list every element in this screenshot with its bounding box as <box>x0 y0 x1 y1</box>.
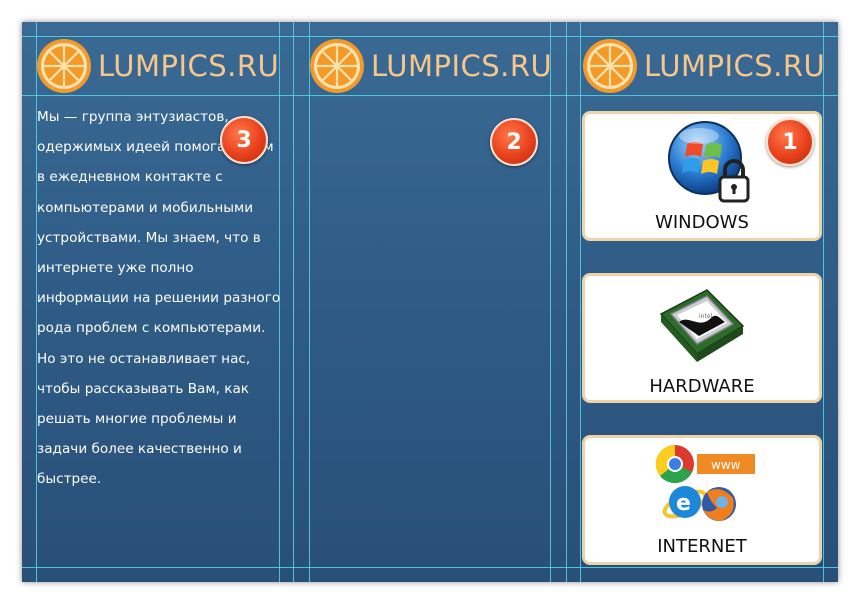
orange-slice-icon <box>583 39 637 93</box>
brochure-canvas[interactable]: LUMPICS.RU LUMPICS.RU LUMPICS.RU <box>22 22 838 582</box>
guide-line <box>580 22 581 582</box>
svg-text:e: e <box>676 491 691 516</box>
card-label-internet: INTERNET <box>657 536 747 557</box>
badge-3: 3 <box>220 116 268 164</box>
card-label-windows: WINDOWS <box>655 212 749 233</box>
orange-slice-icon <box>310 39 364 93</box>
about-text[interactable]: Мы — группа энтузиастов, одержимых идеей… <box>37 109 281 488</box>
brand-name: LUMPICS.RU <box>98 49 280 83</box>
svg-text:intel: intel <box>699 313 713 320</box>
guide-line <box>550 22 551 582</box>
guide-line <box>566 22 567 582</box>
guide-line <box>22 95 838 96</box>
card-label-hardware: HARDWARE <box>649 376 755 397</box>
logo-left: LUMPICS.RU <box>36 38 279 94</box>
logo-right: LUMPICS.RU <box>582 38 825 94</box>
browsers-icon: www e <box>655 444 755 521</box>
cpu-chip-icon: intel <box>659 289 745 362</box>
card-internet[interactable]: www e INTERNET <box>582 435 822 565</box>
guide-line <box>309 22 310 582</box>
guide-line <box>823 22 824 582</box>
guide-line <box>36 22 37 582</box>
orange-slice-icon <box>37 39 91 93</box>
guide-line <box>22 36 838 37</box>
card-hardware[interactable]: intel HARDWARE <box>582 273 822 403</box>
www-tag: www <box>711 458 741 472</box>
brand-name: LUMPICS.RU <box>371 49 553 83</box>
guide-line <box>279 22 280 582</box>
guide-line <box>22 567 838 568</box>
badge-2: 2 <box>490 118 538 166</box>
logo-middle: LUMPICS.RU <box>309 38 552 94</box>
badge-1: 1 <box>766 118 814 166</box>
brand-name: LUMPICS.RU <box>644 49 826 83</box>
guide-line <box>293 22 294 582</box>
windows-lock-icon <box>668 121 750 203</box>
